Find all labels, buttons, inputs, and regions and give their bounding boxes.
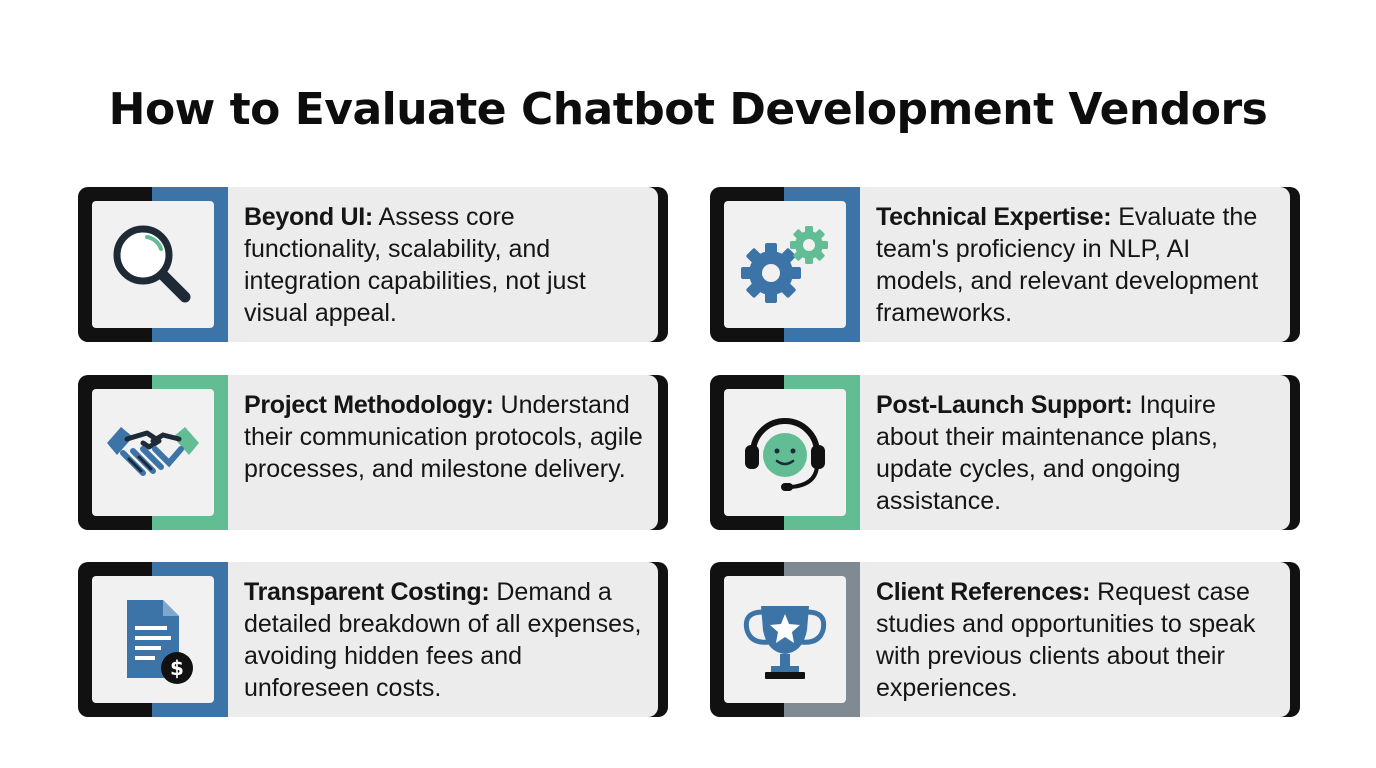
card-transparent-costing: $ Transparent Costing: Demand a detailed… [78,562,668,717]
svg-text:$: $ [170,656,184,680]
card-text: Project Methodology: Understand their co… [228,375,658,530]
card-icon-box [92,389,214,516]
handshake-icon [107,426,199,476]
card-body: Understand their communication protocols… [244,391,643,483]
card-beyond-ui: Beyond UI: Assess core functionality, sc… [78,187,668,342]
card-heading: Project Methodology: [244,391,494,419]
card-icon-box [724,201,846,328]
card-client-references: Client References: Request case studies … [710,562,1300,717]
card-technical-expertise: Technical Expertise: Evaluate the team's… [710,187,1300,342]
card-text: Transparent Costing: Demand a detailed b… [228,562,658,717]
card-heading: Beyond UI: [244,203,373,231]
card-body: Request case studies and opportunities t… [876,578,1256,702]
invoice-dollar-icon: $ [127,599,193,684]
card-body: Evaluate the team's proficiency in NLP, … [876,203,1259,327]
page-title: How to Evaluate Chatbot Development Vend… [108,84,1268,135]
card-icon-box: $ [92,576,214,703]
card-heading: Technical Expertise: [876,203,1112,231]
card-text: Client References: Request case studies … [860,562,1290,717]
card-text: Beyond UI: Assess core functionality, sc… [228,187,658,342]
card-project-methodology: Project Methodology: Understand their co… [78,375,668,530]
card-heading: Transparent Costing: [244,578,490,606]
magnifier-icon [113,225,191,302]
headset-agent-icon [745,417,825,491]
card-body: Assess core functionality, scalability, … [244,203,586,327]
card-body: Demand a detailed breakdown of all expen… [244,578,642,702]
card-heading: Client References: [876,578,1091,606]
trophy-icon [743,605,827,679]
card-icon-box [724,389,846,516]
gears-icon [741,225,828,303]
card-text: Technical Expertise: Evaluate the team's… [860,187,1290,342]
card-icon-box [92,201,214,328]
card-text: Post-Launch Support: Inquire about their… [860,375,1290,530]
card-heading: Post-Launch Support: [876,391,1133,419]
card-icon-box [724,576,846,703]
vendor-criteria-grid: Beyond UI: Assess core functionality, sc… [78,187,1300,717]
card-body: Inquire about their maintenance plans, u… [876,391,1218,515]
card-post-launch-support: Post-Launch Support: Inquire about their… [710,375,1300,530]
